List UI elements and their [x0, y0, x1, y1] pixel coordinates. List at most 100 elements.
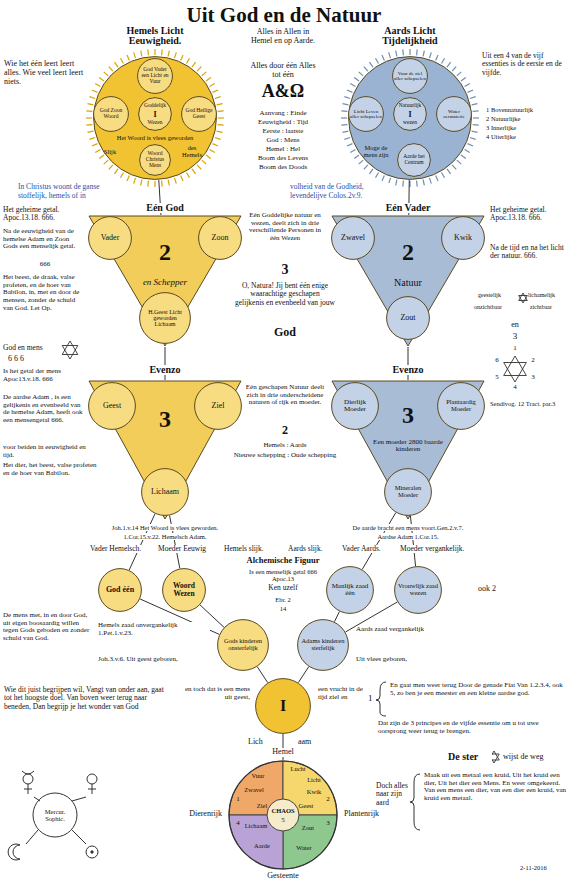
sun-ray — [354, 155, 359, 159]
note-text: 1.Cor.15.v.22. Hemelsch Adam. — [85, 533, 245, 540]
sun-ray — [99, 155, 104, 159]
sun-ray — [92, 90, 97, 92]
note-text: Hemels : Aards — [240, 442, 330, 450]
sun-ray — [468, 90, 473, 92]
sun-ray — [457, 72, 461, 76]
note-text: Ken uzelf — [253, 584, 313, 592]
circle-outline — [229, 761, 337, 869]
node-text: 3 — [324, 820, 332, 827]
node-text: Zout — [388, 314, 428, 322]
node-text: Geest — [294, 803, 318, 810]
node-text: Moge de mens zijn — [357, 145, 395, 159]
note-text: ook 2 — [478, 585, 518, 594]
circle-node: Manlijk zaad één — [326, 566, 374, 614]
node-text: Woord Wezen — [165, 582, 203, 598]
node-text: Wezen — [140, 120, 170, 126]
circle-outline — [218, 620, 269, 671]
triangle-outline — [332, 216, 484, 346]
mercurius-figure — [8, 771, 98, 860]
ornament-stroke — [26, 830, 38, 844]
sun-ray — [402, 49, 404, 55]
node-text: God Zoon Woord — [96, 108, 126, 120]
note-text: 2 Natuurlijke — [486, 115, 566, 122]
note-text: lichamelijk — [528, 292, 566, 299]
note-text: Moeder vergankelijk. — [400, 545, 480, 553]
node-text: Zwavel — [333, 234, 373, 242]
circle-node: Water oermaterie — [436, 96, 472, 132]
note-text: De mens met, in en door God, uit eigen b… — [3, 612, 91, 643]
node-text: Vader — [90, 234, 130, 242]
node-text: Hemels Licht Eeuwigheid. — [110, 26, 200, 47]
circle-outline — [332, 383, 379, 430]
circle-outline — [349, 57, 472, 180]
sun-ray — [436, 55, 438, 60]
ornament-stroke — [519, 293, 528, 301]
sun-ray — [92, 144, 97, 146]
note-text: 2-11-2016 — [520, 864, 565, 871]
circle-node: God Zoon Woord — [93, 96, 129, 132]
sun-ray — [359, 160, 363, 164]
node-text: Water oermaterie — [438, 109, 470, 120]
node-text: 5 — [278, 817, 288, 824]
node-text: Evenzo — [140, 365, 190, 376]
sun-ray — [147, 49, 149, 55]
sun-ray — [472, 131, 478, 132]
sun-ray — [181, 176, 183, 181]
note-text: Boom des Levens — [237, 155, 329, 163]
circle-outline — [89, 217, 132, 260]
note-text: 1 — [511, 345, 519, 353]
sun-ray — [213, 144, 218, 146]
connector — [129, 514, 155, 570]
ornament-stroke — [86, 846, 98, 858]
sun-ray — [341, 110, 347, 112]
node-text: Ziel — [252, 803, 272, 810]
diagram-title: Uit God en de Natuur — [0, 3, 568, 28]
circle-outline — [256, 679, 311, 734]
note-text: 3 — [275, 262, 295, 277]
note-text: onzichtbaar — [474, 304, 518, 311]
sun-ray — [202, 160, 206, 164]
node-text: Vrouwlijk zaad wezen — [398, 583, 438, 597]
sun-ray — [114, 62, 118, 67]
ornament-stroke — [519, 296, 528, 304]
ornament-stroke — [504, 356, 527, 376]
note-text: Eerste : laatste — [237, 128, 329, 136]
connector — [362, 513, 396, 570]
note-text: Dat zijn de 3 principes en de vijfde ess… — [378, 720, 564, 735]
circle-outline — [395, 567, 442, 614]
node-text: Water — [291, 845, 317, 852]
note-text: Alles door één Alles tot één — [247, 62, 319, 80]
sun-ray — [89, 97, 95, 99]
circle-node: Mineralen Moeder — [384, 468, 432, 516]
ornament-stroke — [62, 346, 78, 360]
circle-node: Vader — [88, 216, 132, 260]
node-text: Mineralen Moeder — [387, 485, 429, 499]
note-text: Na de eeuwigheid van de hemelse Adam en … — [3, 228, 85, 251]
ornament-stroke — [22, 771, 34, 774]
note-text: Vader Hemelsch. — [90, 545, 150, 553]
note-text: Aardse Adam 1.Cor.15. — [323, 533, 493, 540]
node-text: Licht — [302, 777, 326, 784]
circle-outline — [332, 217, 375, 260]
node-text: 1 — [234, 796, 242, 803]
circle-node: Hemels Licht Eeuwigheid.Het Woord is vle… — [93, 56, 217, 180]
sun-ray — [347, 144, 352, 146]
note-text: Mercur. Sophic. — [37, 808, 73, 822]
sun-ray — [95, 84, 100, 87]
note-text: volheid van de Godheid, — [290, 183, 390, 191]
sun-ray — [127, 176, 129, 181]
sun-ray — [382, 176, 384, 181]
note-text: Wie dit juist begrijpen wil, Vangt van o… — [4, 686, 169, 711]
node-text: Aards Licht Tijdelijkheid — [365, 26, 455, 47]
sun-ray — [344, 97, 350, 99]
sun-ray — [473, 110, 479, 112]
note-text: De ster — [448, 751, 492, 762]
sun-ray — [416, 181, 418, 187]
note-text: Hemels zaad onvergankelijk 1.Pet.1.v.23. — [98, 622, 210, 637]
circle-node: CHAOS5VuurZwavelZiel1LuchtLichtKwikGeest… — [228, 760, 338, 870]
sun-ray — [109, 67, 113, 71]
sun-ray — [472, 104, 478, 105]
note-text: 1 — [368, 694, 376, 704]
node-text: Goddelijk — [140, 103, 170, 109]
note-text: 6 — [493, 357, 501, 365]
